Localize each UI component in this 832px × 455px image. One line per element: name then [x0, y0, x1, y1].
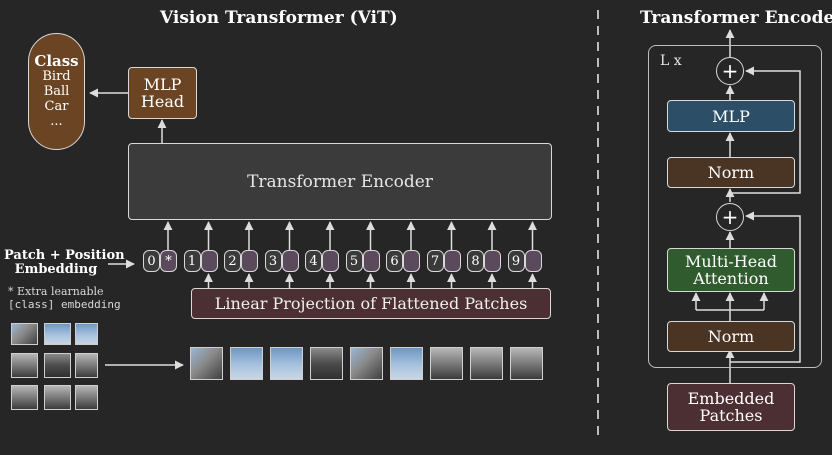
- class-token-note: * Extra learnable [class] embedding: [8, 285, 121, 311]
- position-index-token: 6: [386, 250, 403, 272]
- note-line1: * Extra learnable: [8, 285, 104, 298]
- image-patch: [44, 385, 71, 410]
- vit-title: Vision Transformer (ViT): [160, 8, 398, 28]
- class-item: Ball: [43, 84, 70, 99]
- embedded-patches-line1: Embedded: [687, 389, 775, 408]
- position-index-token: 9: [507, 250, 525, 272]
- class-item: Car: [44, 99, 69, 114]
- image-patch: [44, 323, 71, 345]
- flattened-patch: [390, 347, 423, 380]
- linear-projection-box: Linear Projection of Flattened Patches: [191, 288, 551, 319]
- note-line2: [class] embedding: [8, 298, 121, 311]
- image-patch: [75, 353, 98, 378]
- norm-box-top: Norm: [667, 157, 795, 188]
- position-index-token: 7: [426, 250, 444, 272]
- encoder-detail-title: Transformer Encoder: [640, 8, 832, 28]
- patch-embedding-token: [403, 250, 420, 272]
- mlp-box: MLP: [667, 100, 795, 132]
- repeat-label: L x: [660, 53, 682, 69]
- patch-embedding-token: [281, 250, 299, 272]
- add-node-top: +: [716, 57, 744, 85]
- mha-line1: Multi-Head: [685, 252, 777, 271]
- position-index-token: 0: [143, 250, 160, 272]
- image-patch: [44, 353, 71, 378]
- flattened-patch: [350, 347, 383, 380]
- image-patch: [11, 323, 38, 345]
- embedding-label: Patch + Position Embedding: [4, 248, 125, 277]
- image-patch: [75, 385, 98, 410]
- image-patch: [75, 323, 98, 345]
- embedded-patches-box: Embedded Patches: [667, 383, 795, 431]
- mha-line2: Attention: [693, 269, 769, 288]
- flattened-patch: [430, 347, 463, 380]
- mlp-head-box: MLP Head: [128, 67, 197, 119]
- mlp-head-line2: Head: [140, 92, 185, 111]
- flattened-patch: [270, 347, 303, 380]
- embedding-label-line2: Embedding: [14, 262, 98, 277]
- patch-embedding-token: [524, 250, 542, 272]
- mlp-head-line1: MLP: [143, 75, 182, 94]
- class-heading: Class: [34, 52, 79, 70]
- patch-embedding-token: [200, 250, 218, 272]
- embedded-patches-line2: Patches: [699, 406, 763, 425]
- transformer-encoder-box: Transformer Encoder: [128, 143, 552, 220]
- image-patch: [11, 385, 38, 410]
- norm-box-bottom: Norm: [667, 321, 795, 352]
- patch-embedding-token: [241, 250, 258, 272]
- residual-2-arrow: [730, 66, 801, 194]
- flattened-patch: [190, 347, 223, 380]
- patch-embedding-token: [443, 250, 461, 272]
- patch-embedding-token: [362, 250, 380, 272]
- position-index-token: 2: [224, 250, 241, 272]
- position-index-token: 5: [345, 250, 363, 272]
- position-index-token: 1: [183, 250, 201, 272]
- add-node-bottom: +: [716, 203, 744, 231]
- flattened-patch: [510, 347, 543, 380]
- class-item: ...: [50, 114, 63, 129]
- position-index-token: 4: [305, 250, 322, 272]
- image-patch: [11, 353, 38, 378]
- patch-embedding-token: *: [160, 250, 177, 272]
- embedding-label-line1: Patch + Position: [4, 248, 125, 263]
- position-index-token: 3: [264, 250, 282, 272]
- class-item: Bird: [42, 69, 71, 84]
- residual-1-arrow: [730, 211, 801, 363]
- multi-head-attention-box: Multi-Head Attention: [667, 248, 795, 292]
- patch-embedding-token: [322, 250, 339, 272]
- flattened-patch: [470, 347, 503, 380]
- flattened-patch: [310, 347, 343, 380]
- flattened-patch: [230, 347, 263, 380]
- patch-embedding-token: [484, 250, 501, 272]
- encoder-block-panel: [648, 45, 822, 368]
- class-output-box: Class Bird Ball Car ...: [28, 33, 85, 150]
- position-index-token: 8: [467, 250, 484, 272]
